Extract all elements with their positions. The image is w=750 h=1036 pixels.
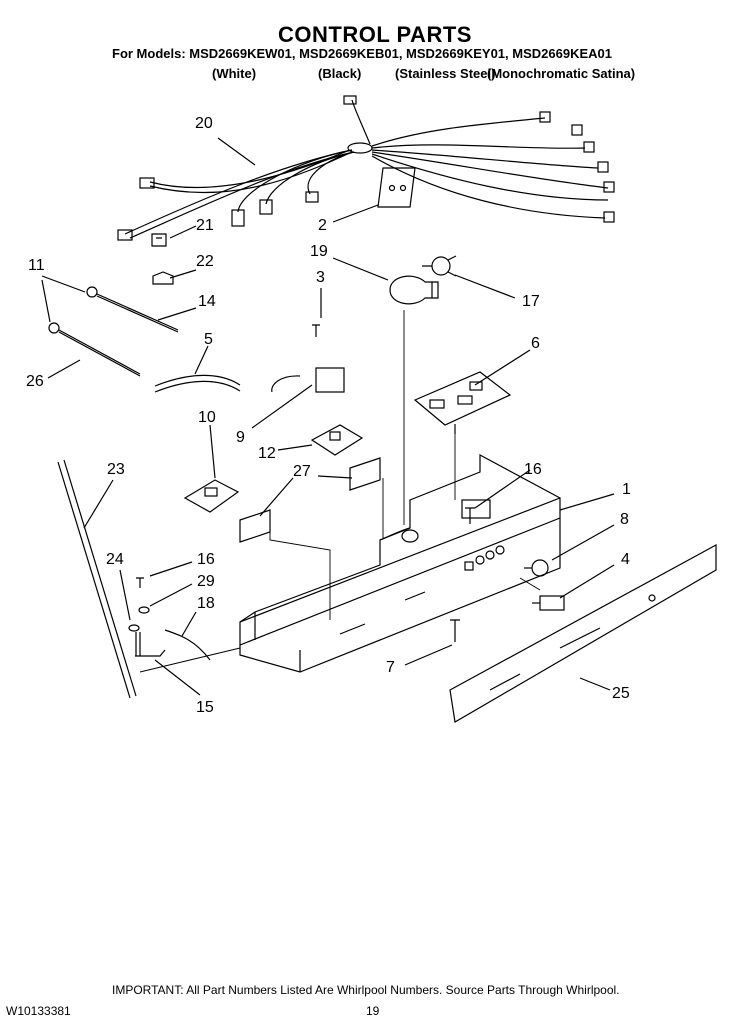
callout-20: 20 [195,115,213,132]
callout-23: 23 [107,461,125,478]
screw-part-7 [450,619,460,642]
callout-11: 11 [28,257,45,274]
callout-8: 8 [620,511,629,528]
models-line: For Models: MSD2669KEW01, MSD2669KEB01, … [112,46,612,61]
callout-1: 1 [622,481,631,498]
callout-16-upper: 16 [524,461,542,478]
bracket-part-10 [183,479,240,513]
label-part-27-left [239,509,271,543]
callout-12: 12 [258,445,276,462]
guide-lines [139,310,541,673]
pad-part [377,167,416,208]
callout-labels: 20 2 21 19 22 3 17 11 14 5 6 26 10 9 12 … [26,115,631,716]
variant-black: (Black) [318,66,362,81]
screw-part-16-lower [136,577,144,588]
knob-part [524,559,549,577]
callout-16-lower: 16 [197,551,215,568]
callout-18: 18 [197,595,215,612]
hinge-assembly-parts [128,606,211,661]
callout-21: 21 [196,217,214,234]
callout-6: 6 [531,335,540,352]
footer-note: IMPORTANT: All Part Numbers Listed Are W… [112,983,620,997]
switch-part [271,324,345,393]
callout-26: 26 [26,373,44,390]
clip-part-22 [152,271,174,285]
leader-lines [41,137,615,696]
light-socket-part [422,255,457,277]
callout-9: 9 [236,429,245,446]
side-trim-part [57,459,137,699]
lamp-switch-part [532,595,565,611]
page-title: CONTROL PARTS [278,22,472,47]
bracket-part-12 [310,424,364,456]
callout-5: 5 [204,331,213,348]
callout-7: 7 [386,659,395,676]
control-housing-part [239,453,561,673]
callout-19: 19 [310,243,328,260]
callout-3: 3 [316,269,325,286]
variant-satina: (Monochromatic Satina) [487,66,636,81]
callout-22: 22 [196,253,214,270]
callout-14: 14 [198,293,216,310]
control-board-part [413,371,512,434]
callout-29: 29 [197,573,215,590]
variant-stainless: (Stainless Steel) [395,66,496,81]
callout-25: 25 [612,685,630,702]
callout-10: 10 [198,409,216,426]
callout-24: 24 [106,551,124,568]
tube-part [154,374,241,393]
front-trim-part [449,543,717,723]
callout-4: 4 [621,551,630,568]
wire-harness-part [117,95,615,241]
clip-part-21 [151,233,167,247]
page-number: 19 [366,1004,380,1018]
doc-number: W10133381 [6,1004,71,1018]
callout-17: 17 [522,293,540,310]
callout-2: 2 [318,217,327,234]
light-bulb-part [389,275,439,305]
callout-27: 27 [293,463,311,480]
callout-15: 15 [196,699,214,716]
thermistor-parts [48,286,179,377]
variant-white: (White) [212,66,257,81]
label-part-27-right [349,457,381,491]
screw-part-16-upper [465,507,475,524]
